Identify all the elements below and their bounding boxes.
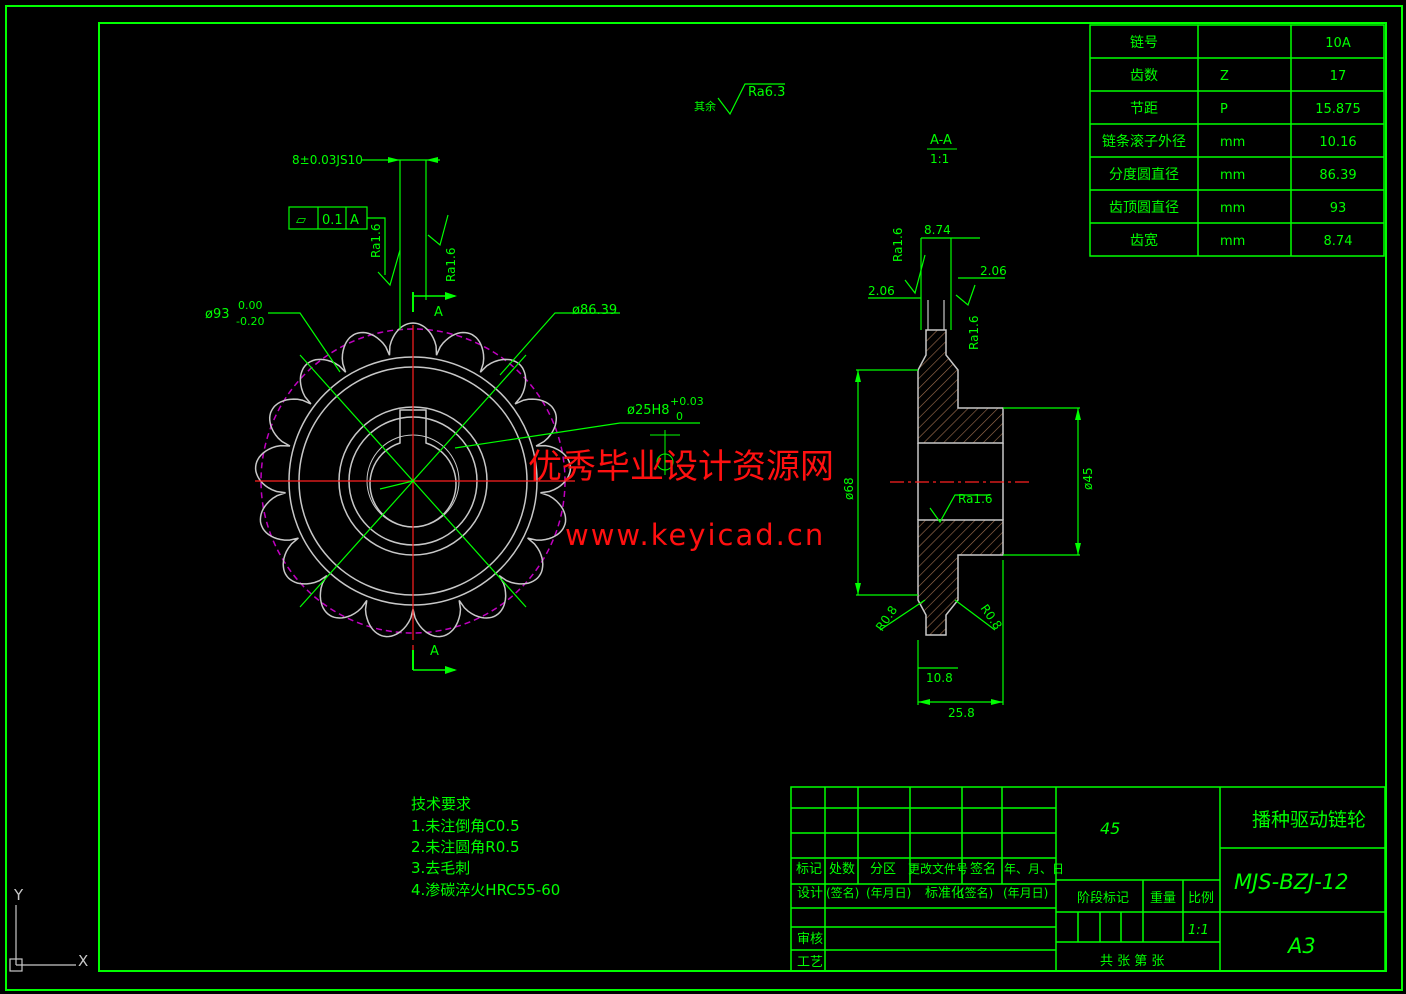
- tb-header-0: 标记: [796, 862, 822, 877]
- ra-right-label: Ra1.6: [444, 247, 458, 282]
- radius-left: R0.8: [873, 603, 900, 633]
- spec-name-0: 链号: [1130, 35, 1158, 51]
- keyway-dimension: 8±0.03JS10: [292, 153, 363, 167]
- tech-requirements-title: 技术要求: [411, 795, 471, 813]
- spec-table: [1089, 24, 1385, 257]
- front-view: [254, 83, 785, 674]
- bore-tol-upper: +0.03: [670, 395, 704, 408]
- spec-value-0: 10A: [1325, 36, 1351, 51]
- tb-sheet-size: A3: [1286, 934, 1316, 958]
- tb-header-5: 年、月、日: [1004, 862, 1064, 876]
- spec-name-2: 节距: [1130, 101, 1158, 117]
- tb-weight-label: 重量: [1150, 890, 1176, 906]
- section-title: A-A: [930, 133, 952, 148]
- tb-part-name: 播种驱动链轮: [1252, 809, 1366, 831]
- spec-value-5: 93: [1330, 201, 1347, 216]
- roughness-other-label: 其余: [694, 99, 716, 113]
- flatness-datum: A: [350, 213, 359, 228]
- spec-name-5: 齿顶圆直径: [1109, 199, 1179, 216]
- tech-requirement-4: 4.渗碳淬火HRC55-60: [411, 881, 560, 899]
- tb-header-3: 更改文件号: [908, 861, 968, 876]
- tech-requirement-1: 1.未注倒角C0.5: [411, 817, 520, 835]
- spec-symbol-5: mm: [1220, 201, 1245, 216]
- tb-design-4: (签名): [960, 885, 993, 900]
- tb-process: 工艺: [797, 955, 823, 970]
- diameter-45: ø45: [1081, 467, 1095, 490]
- watermark-url: www.keyicad.cn: [565, 518, 825, 552]
- chamfer-left-dim: 2.06: [868, 284, 895, 298]
- radius-right: R0.8: [978, 602, 1005, 632]
- radial-lines: [299, 354, 527, 608]
- roughness-other-value: Ra6.3: [748, 85, 785, 100]
- tb-header-1: 处数: [829, 862, 855, 877]
- tb-design-1: (签名): [826, 885, 859, 900]
- spec-symbol-1: Z: [1220, 69, 1229, 84]
- tb-scale-label: 比例: [1188, 891, 1214, 906]
- tb-design-0: 设计: [797, 886, 823, 901]
- section-view: [855, 237, 1081, 705]
- pitch-dimension: ø86.39: [572, 303, 617, 318]
- spec-name-3: 链条滚子外径: [1102, 133, 1186, 150]
- tb-design-5: (年月日): [1003, 886, 1048, 900]
- ra-left-label: Ra1.6: [369, 223, 383, 258]
- od-tol-lower: -0.20: [236, 315, 264, 328]
- chamfer-right-dim: 2.06: [980, 264, 1007, 278]
- section-ra-right: Ra1.6: [967, 315, 981, 350]
- bore-dimension: ø25H8: [627, 403, 670, 418]
- od-dimension: ø93: [205, 307, 230, 322]
- ucs-y-label: Y: [13, 886, 24, 904]
- diameter-68: ø68: [842, 477, 856, 500]
- section-width-dim: 8.74: [924, 223, 951, 237]
- spec-name-1: 齿数: [1130, 68, 1158, 84]
- title-block-labels: 标记 处数 分区 更改文件号 签名 年、月、日 设计 (签名) (年月日) 标准…: [796, 809, 1366, 970]
- ucs-icon: [9, 905, 76, 972]
- spec-name-6: 齿宽: [1130, 232, 1158, 249]
- tb-design-2: (年月日): [866, 886, 911, 900]
- od-tol-upper: 0.00: [238, 299, 263, 312]
- spec-value-3: 10.16: [1319, 135, 1356, 150]
- tech-requirements: 技术要求 1.未注倒角C0.5 2.未注圆角R0.5 3.去毛刺 4.渗碳淬火H…: [411, 795, 560, 899]
- tb-drawing-no: MJS-BZJ-12: [1234, 870, 1349, 894]
- tb-header-2: 分区: [870, 862, 896, 877]
- tb-header-4: 签名: [970, 861, 996, 877]
- drawing-border: [98, 22, 1387, 972]
- spec-symbol-2: P: [1220, 102, 1228, 117]
- flatness-value: 0.1: [322, 213, 343, 228]
- tb-scale-value: 1:1: [1188, 923, 1209, 938]
- spec-name-4: 分度圆直径: [1109, 166, 1179, 183]
- watermark-title: 优秀毕业设计资源网: [528, 447, 834, 487]
- section-mark-top: A: [434, 305, 443, 320]
- spec-value-6: 8.74: [1324, 234, 1353, 249]
- tb-stage-label: 阶段标记: [1077, 891, 1129, 906]
- spec-symbol-6: mm: [1220, 234, 1245, 249]
- spec-value-4: 86.39: [1319, 168, 1356, 183]
- spec-value-1: 17: [1330, 69, 1347, 84]
- section-ra-bore: Ra1.6: [958, 492, 993, 506]
- dim-25-8: 25.8: [948, 706, 975, 720]
- tb-review: 审核: [797, 932, 823, 947]
- spec-value-2: 15.875: [1315, 102, 1361, 117]
- spec-symbol-4: mm: [1220, 168, 1245, 183]
- section-lower: [917, 519, 1004, 636]
- section-view-labels: A-A 1:1 8.74 2.06 2.06 Ra1.6 Ra1.6 Ra1.6…: [842, 133, 1095, 720]
- section-mark-bottom: A: [430, 644, 439, 659]
- tb-sheet-count: 共 张 第 张: [1100, 954, 1164, 969]
- section-ra-top: Ra1.6: [891, 227, 905, 262]
- spec-rows: 链号 10A 齿数 Z 17 节距 P 15.875 链条滚子外径 mm 10.16 分度圆直径 mm 8…: [1090, 35, 1384, 249]
- section-upper: [917, 329, 1004, 444]
- ucs-x-label: X: [78, 952, 88, 970]
- tb-design-3: 标准化: [925, 886, 964, 901]
- flatness-symbol: ⏥: [296, 213, 306, 228]
- spec-symbol-3: mm: [1220, 135, 1245, 150]
- tech-requirement-2: 2.未注圆角R0.5: [411, 838, 520, 856]
- tech-requirement-3: 3.去毛刺: [411, 859, 470, 877]
- front-view-labels: 其余 Ra6.3 8±0.03JS10 ⏥ 0.1 A Ra1.6 Ra1.6 …: [205, 85, 785, 659]
- title-block: [790, 786, 1386, 972]
- section-scale: 1:1: [930, 152, 949, 166]
- outer-frame: [5, 5, 1403, 991]
- dim-10-8: 10.8: [926, 671, 953, 685]
- tb-material: 45: [1100, 819, 1120, 838]
- bore-tol-lower: 0: [676, 410, 683, 423]
